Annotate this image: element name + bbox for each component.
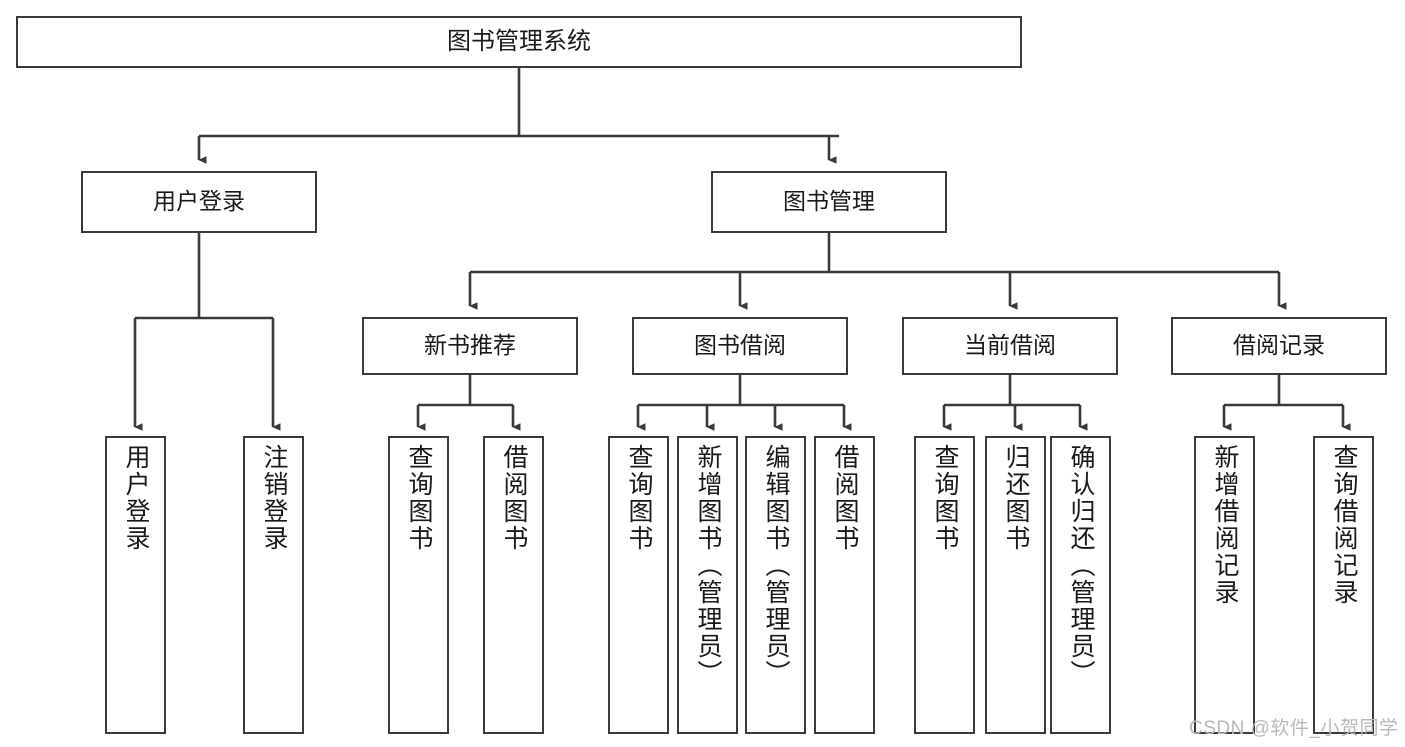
node-borrow-record-label: 借阅记录 xyxy=(1233,332,1325,359)
leaf-book-borrow-edit[interactable]: 编辑图书（管理员） xyxy=(745,436,806,734)
leaf-new-book-borrow[interactable]: 借阅图书 xyxy=(483,436,544,734)
node-user-login[interactable]: 用户登录 xyxy=(81,171,317,233)
leaf-new-book-query-label: 查询图书 xyxy=(405,444,433,552)
leaf-book-borrow-add[interactable]: 新增图书（管理员） xyxy=(677,436,738,734)
node-current-borrow[interactable]: 当前借阅 xyxy=(902,317,1118,375)
node-book-borrow[interactable]: 图书借阅 xyxy=(632,317,848,375)
node-root-label: 图书管理系统 xyxy=(447,27,591,55)
leaf-current-borrow-return-label: 归还图书 xyxy=(1002,444,1030,552)
node-borrow-record[interactable]: 借阅记录 xyxy=(1171,317,1387,375)
node-book-borrow-label: 图书借阅 xyxy=(694,332,786,359)
node-root-book-management-system[interactable]: 图书管理系统 xyxy=(16,16,1022,68)
leaf-user-login-label: 用户登录 xyxy=(122,444,150,552)
csdn-watermark: CSDN @软件_小贺同学 xyxy=(1189,718,1399,739)
leaf-borrow-record-add[interactable]: 新增借阅记录 xyxy=(1194,436,1255,734)
leaf-book-borrow-add-label: 新增图书（管理员） xyxy=(694,444,722,687)
leaf-book-borrow-borrow-label: 借阅图书 xyxy=(831,444,859,552)
leaf-current-borrow-return[interactable]: 归还图书 xyxy=(985,436,1046,734)
leaf-book-borrow-edit-label: 编辑图书（管理员） xyxy=(762,444,790,687)
leaf-current-borrow-confirm-label: 确认归还（管理员） xyxy=(1067,444,1095,687)
leaf-new-book-borrow-label: 借阅图书 xyxy=(500,444,528,552)
node-new-book-recommend[interactable]: 新书推荐 xyxy=(362,317,578,375)
node-book-management-label: 图书管理 xyxy=(783,188,875,215)
leaf-logout[interactable]: 注销登录 xyxy=(243,436,304,734)
leaf-borrow-record-add-label: 新增借阅记录 xyxy=(1211,444,1239,606)
leaf-new-book-query[interactable]: 查询图书 xyxy=(388,436,449,734)
node-book-management[interactable]: 图书管理 xyxy=(711,171,947,233)
leaf-book-borrow-borrow[interactable]: 借阅图书 xyxy=(814,436,875,734)
leaf-current-borrow-confirm[interactable]: 确认归还（管理员） xyxy=(1050,436,1111,734)
leaf-book-borrow-query[interactable]: 查询图书 xyxy=(608,436,669,734)
leaf-logout-label: 注销登录 xyxy=(260,444,288,552)
node-user-login-label: 用户登录 xyxy=(153,188,245,215)
leaf-user-login[interactable]: 用户登录 xyxy=(105,436,166,734)
node-new-book-recommend-label: 新书推荐 xyxy=(424,332,516,359)
leaf-borrow-record-query[interactable]: 查询借阅记录 xyxy=(1313,436,1374,734)
leaf-borrow-record-query-label: 查询借阅记录 xyxy=(1330,444,1358,606)
leaf-current-borrow-query-label: 查询图书 xyxy=(931,444,959,552)
leaf-book-borrow-query-label: 查询图书 xyxy=(625,444,653,552)
node-current-borrow-label: 当前借阅 xyxy=(964,332,1056,359)
leaf-current-borrow-query[interactable]: 查询图书 xyxy=(914,436,975,734)
